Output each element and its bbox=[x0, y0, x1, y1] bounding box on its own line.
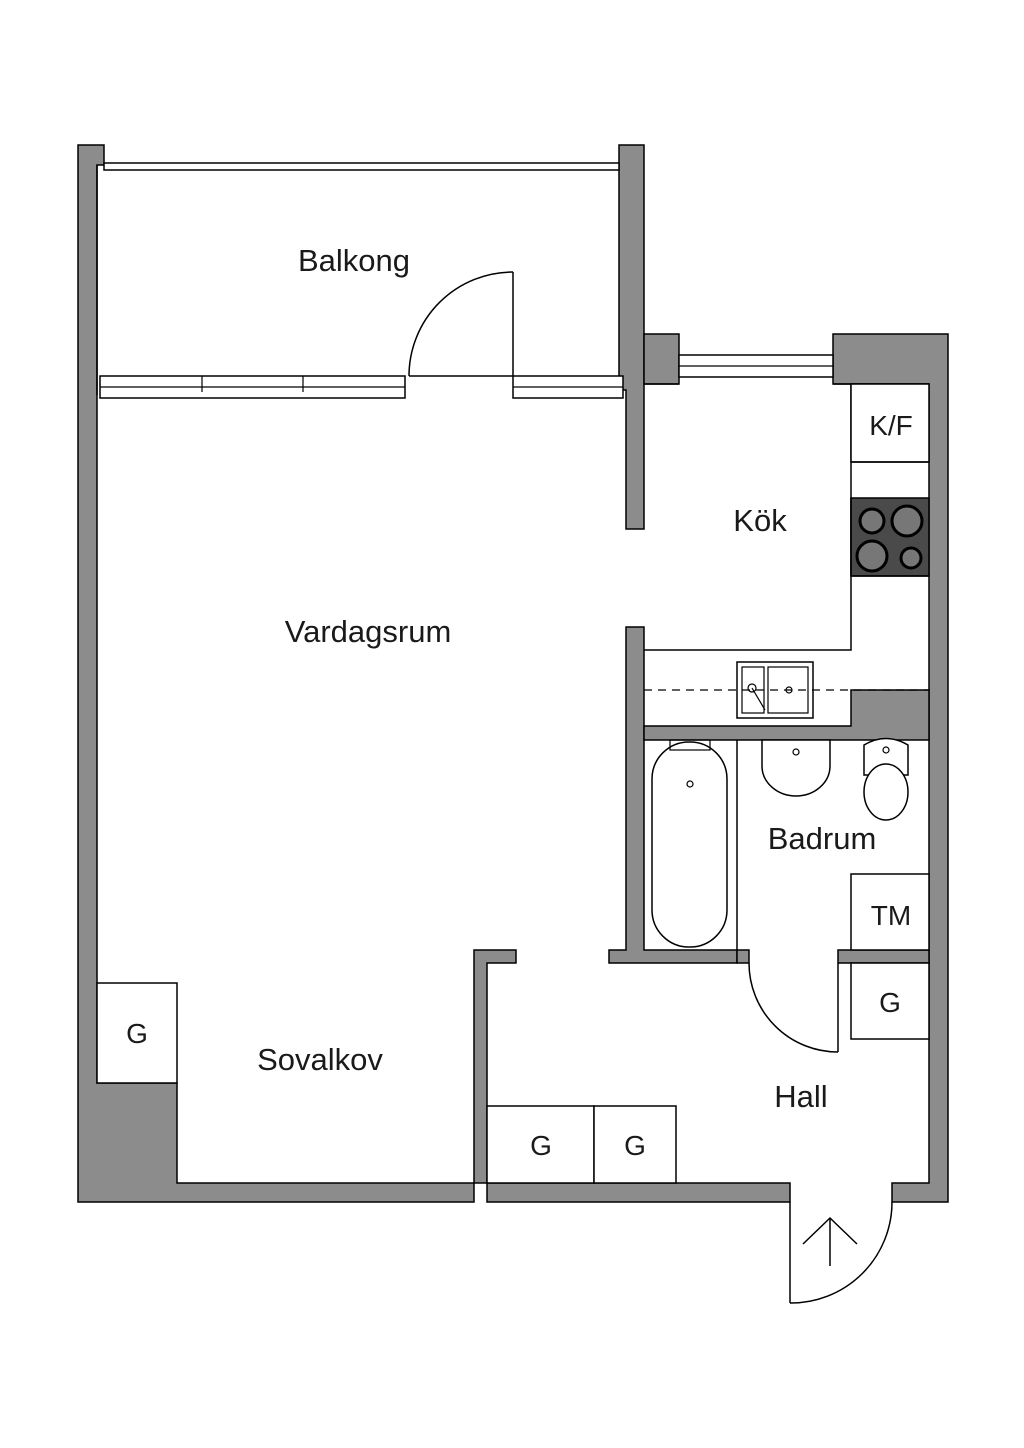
fixture-label-g-hall-2: G bbox=[624, 1130, 646, 1161]
fixture-label-g-sovalkov: G bbox=[126, 1018, 148, 1049]
burner-2 bbox=[890, 504, 924, 538]
washing-machine-tm bbox=[850, 873, 930, 951]
wall-bottom-hall bbox=[486, 1182, 791, 1203]
hall bbox=[486, 962, 930, 1304]
balcony-railing bbox=[103, 162, 620, 171]
fixture-label-tm: TM bbox=[871, 900, 911, 931]
room-label-vardagsrum: Vardagsrum bbox=[285, 614, 452, 649]
wall-bath-hall bbox=[736, 949, 750, 964]
walls bbox=[77, 144, 949, 1203]
room-label-badrum: Badrum bbox=[768, 821, 877, 856]
room-label-hall: Hall bbox=[774, 1079, 827, 1114]
fixture-label-kf: K/F bbox=[869, 410, 913, 441]
wardrobe-hall-2 bbox=[593, 1105, 677, 1184]
fixture-label-g-hall-right: G bbox=[879, 987, 901, 1018]
fridge-kf bbox=[850, 383, 930, 463]
wall-balcony-right bbox=[618, 144, 645, 530]
wall-bath-bottom bbox=[837, 949, 930, 964]
bathroom bbox=[651, 737, 930, 951]
fixture-label-g-hall-1: G bbox=[530, 1130, 552, 1161]
wall-kitchen-top bbox=[643, 333, 680, 385]
wardrobe-hall-right bbox=[850, 962, 930, 1040]
wardrobe-hall-1 bbox=[486, 1105, 595, 1184]
kitchen bbox=[644, 383, 930, 719]
balcony bbox=[96, 162, 620, 395]
room-label-sovalkov: Sovalkov bbox=[257, 1042, 383, 1077]
burner-1 bbox=[858, 507, 886, 535]
room-label-kok: Kök bbox=[733, 503, 787, 538]
burner-3 bbox=[855, 539, 889, 573]
toilet-bowl bbox=[863, 763, 909, 821]
wall-sovalkov-hall bbox=[473, 949, 517, 1184]
room-label-balkong: Balkong bbox=[298, 243, 410, 278]
washbasin bbox=[761, 739, 831, 797]
burner-4 bbox=[899, 546, 923, 570]
wardrobe-sovalkov bbox=[96, 982, 178, 1084]
balcony-door bbox=[408, 271, 514, 377]
windows bbox=[99, 354, 834, 399]
toilet bbox=[863, 737, 909, 776]
bathtub bbox=[651, 741, 728, 948]
